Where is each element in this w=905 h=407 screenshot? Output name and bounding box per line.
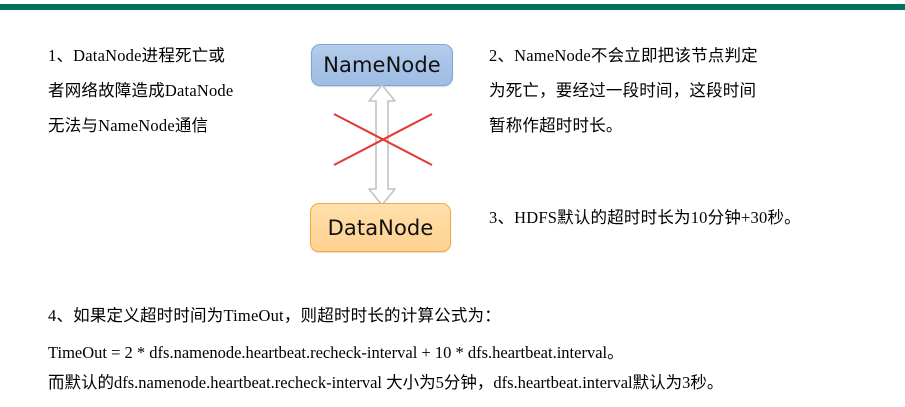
note-item-2-line-2: 为死亡，要经过一段时间，这段时间 — [489, 81, 757, 100]
note-item-1-line-1: 1、DataNode进程死亡或 — [48, 46, 226, 65]
timeout-formula-block: TimeOut = 2 * dfs.namenode.heartbeat.rec… — [48, 338, 723, 398]
note-item-3-line-1: 3、HDFS默认的超时时长为10分钟+30秒。 — [489, 208, 801, 227]
namenode-box: NameNode — [311, 44, 453, 86]
red-cross-break-icon — [333, 113, 433, 166]
top-accent-bar — [0, 4, 905, 10]
note-item-4: 4、如果定义超时时间为TimeOut，则超时时长的计算公式为： — [48, 298, 501, 333]
note-item-1: 1、DataNode进程死亡或 者网络故障造成DataNode 无法与NameN… — [48, 38, 233, 143]
note-item-4-line-1: 4、如果定义超时时间为TimeOut，则超时时长的计算公式为： — [48, 306, 501, 325]
note-item-1-line-3: 无法与NameNode通信 — [48, 116, 209, 135]
note-item-1-line-2: 者网络故障造成DataNode — [48, 81, 234, 100]
note-item-3: 3、HDFS默认的超时时长为10分钟+30秒。 — [489, 200, 801, 235]
note-item-2: 2、NameNode不会立即把该节点判定 为死亡，要经过一段时间，这段时间 暂称… — [489, 38, 758, 143]
hdfs-node-diagram: NameNode DataNode — [300, 36, 465, 261]
datanode-label: DataNode — [327, 215, 434, 240]
note-item-2-line-3: 暂称作超时时长。 — [489, 116, 623, 135]
note-item-2-line-1: 2、NameNode不会立即把该节点判定 — [489, 46, 758, 65]
formula-line-1: TimeOut = 2 * dfs.namenode.heartbeat.rec… — [48, 343, 624, 362]
namenode-label: NameNode — [323, 53, 441, 77]
datanode-box: DataNode — [310, 203, 451, 252]
formula-line-2: 而默认的dfs.namenode.heartbeat.recheck-inter… — [48, 373, 724, 392]
